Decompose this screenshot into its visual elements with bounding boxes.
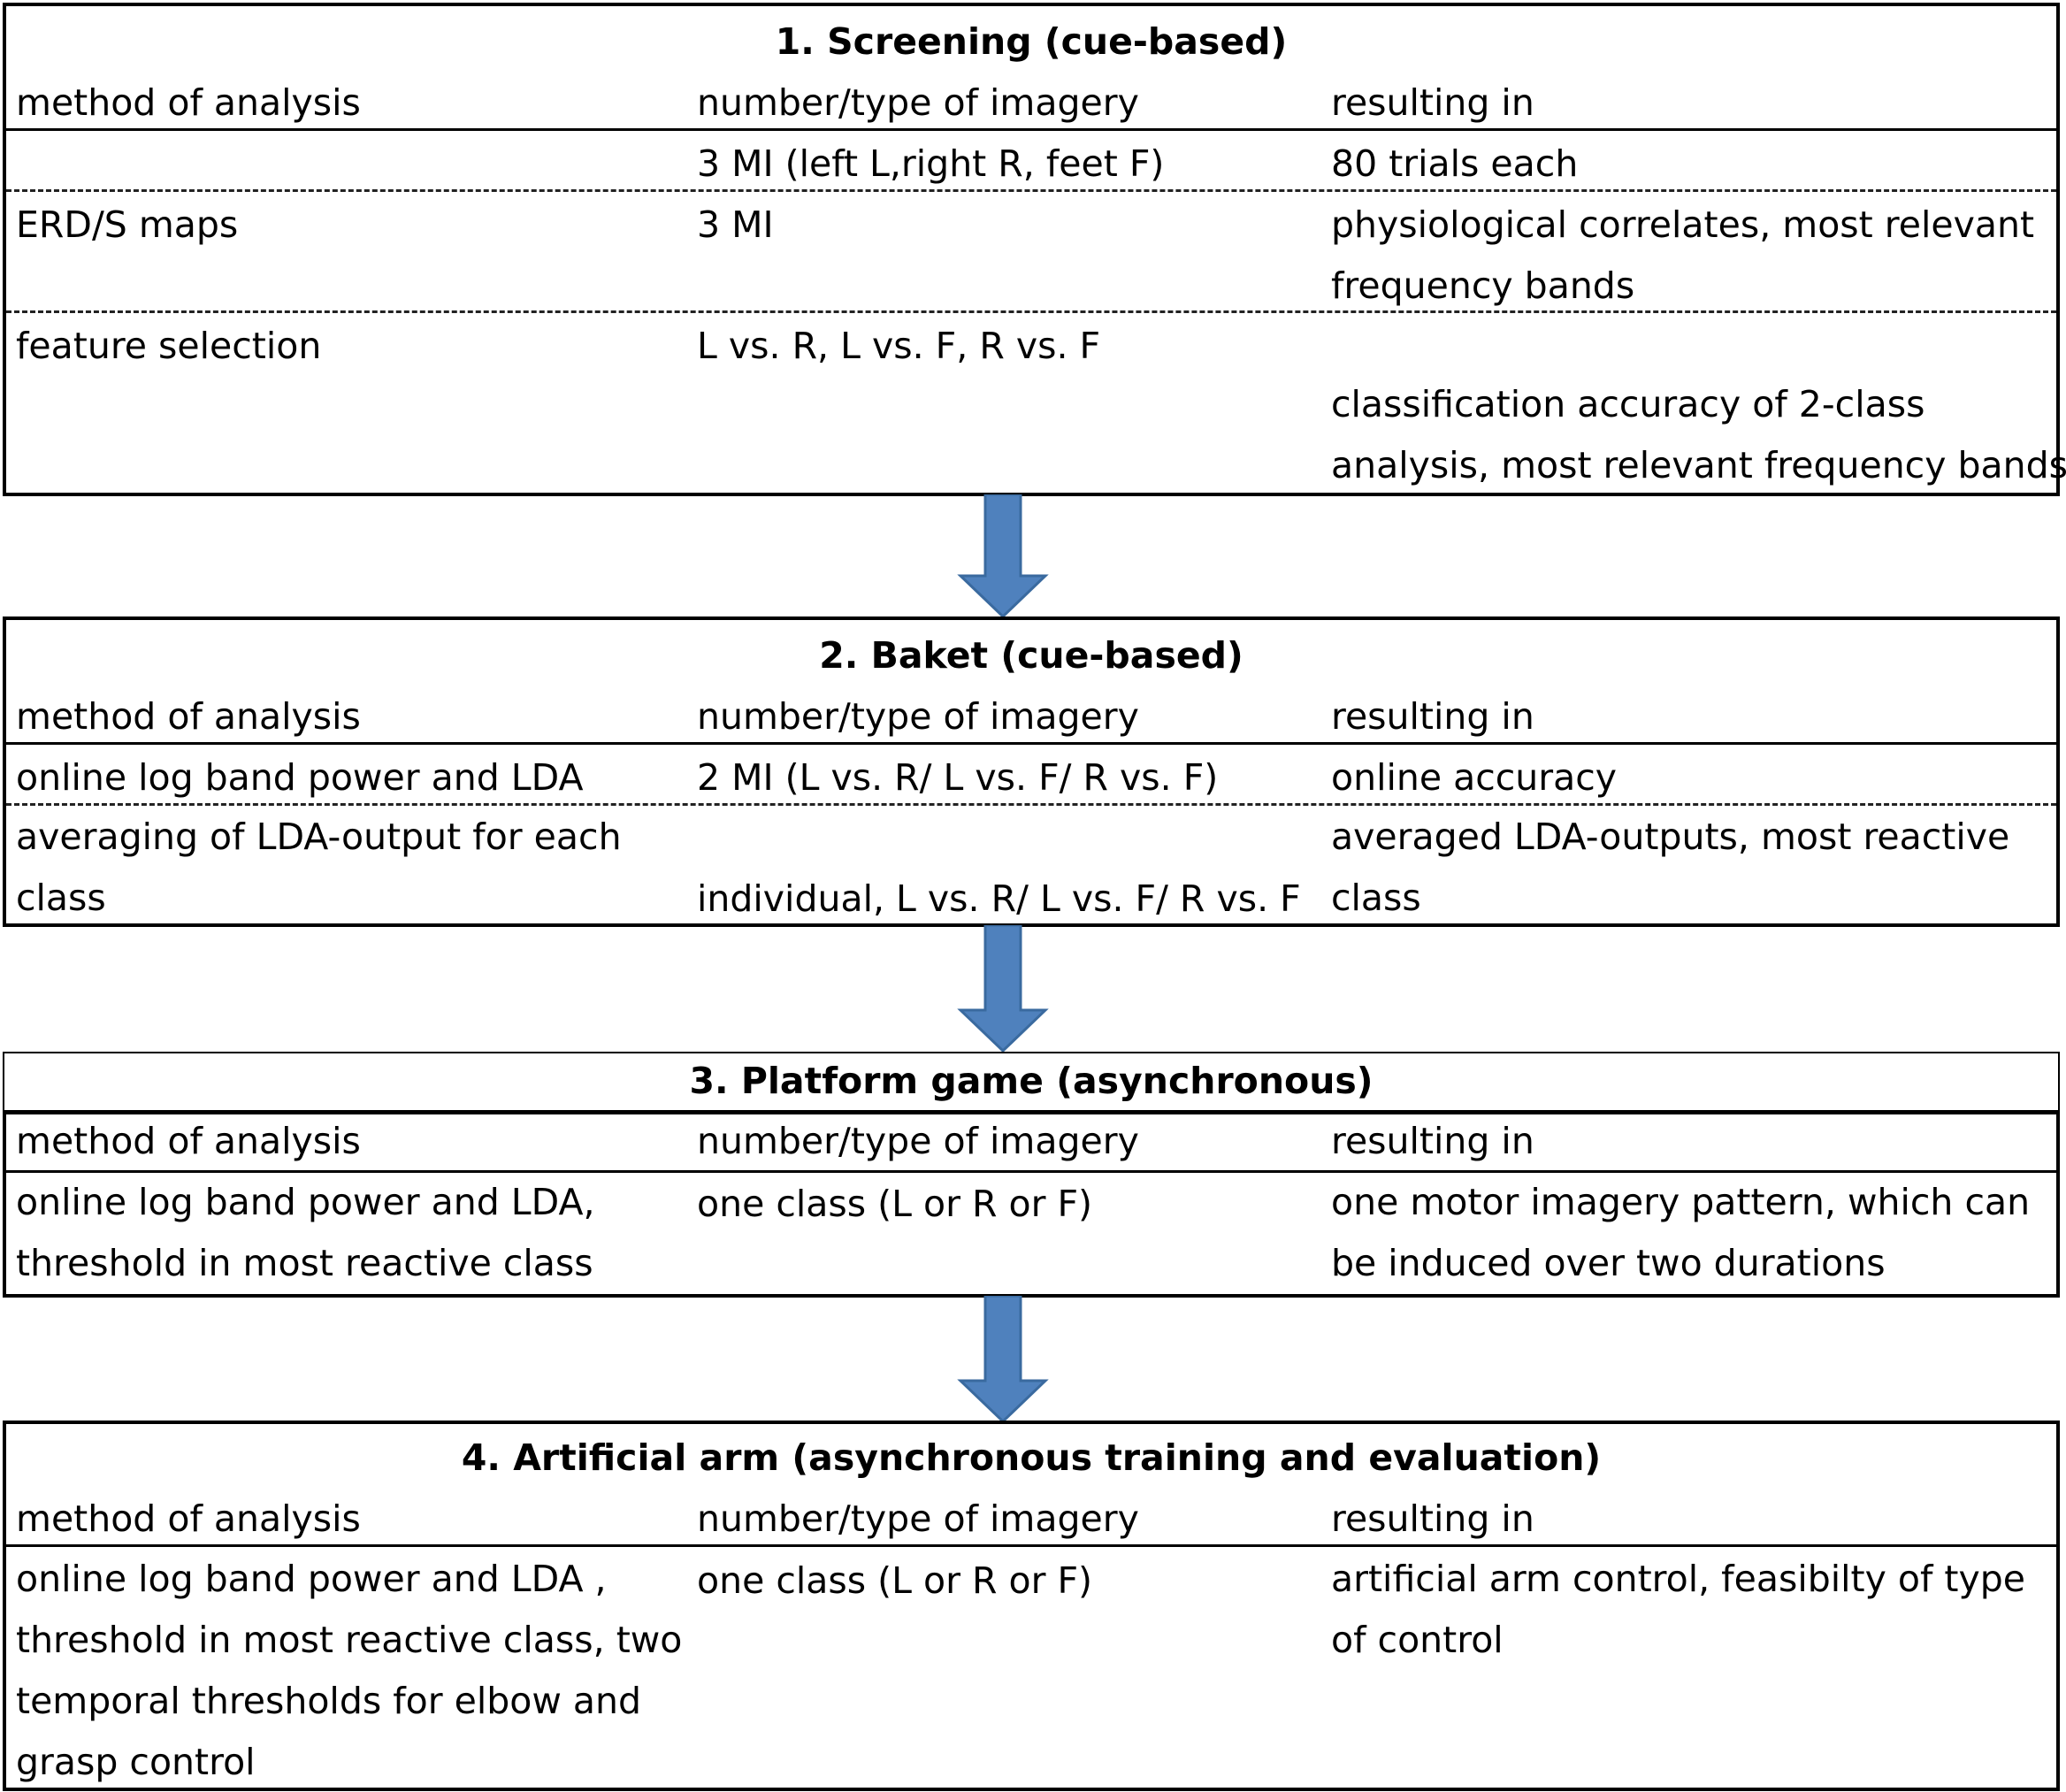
row-result: 80 trials each: [1331, 142, 1579, 185]
header-result: resulting in: [1331, 81, 1534, 124]
header-imagery: number/type of imagery: [697, 1497, 1139, 1540]
arrow-shape: [957, 1296, 1049, 1423]
header-result: resulting in: [1331, 1497, 1534, 1540]
row-method-line-2: threshold in most reactive class: [16, 1242, 593, 1284]
down-arrow-icon: [957, 494, 1049, 618]
stage-4-title: 4. Artificial arm (asynchronous training…: [461, 1436, 1602, 1479]
row-result-line-1: averaged LDA-outputs, most reactive: [1331, 816, 2010, 858]
header-imagery: number/type of imagery: [697, 81, 1139, 124]
row-imagery: individual, L vs. R/ L vs. F/ R vs. F: [697, 877, 1301, 920]
row-result-line-1: artificial arm control, feasibilty of ty…: [1331, 1558, 2026, 1600]
row-method-line-4: grasp control: [16, 1741, 256, 1783]
row-imagery: L vs. R, L vs. F, R vs. F: [697, 325, 1101, 367]
header-divider: [6, 1544, 2056, 1547]
row-divider: [6, 803, 2056, 806]
row-method: ERD/S maps: [16, 203, 239, 246]
row-method-line-1: averaging of LDA-output for each: [16, 816, 622, 858]
row-result-line-1: classification accuracy of 2-class: [1331, 383, 1925, 425]
row-imagery: 2 MI (L vs. R/ L vs. F/ R vs. F): [697, 756, 1219, 799]
stage-2-box: 2. Baket (cue-based) method of analysis …: [3, 616, 2060, 927]
header-imagery: number/type of imagery: [697, 1120, 1139, 1162]
header-method: method of analysis: [16, 695, 361, 738]
header-divider: [6, 742, 2056, 745]
header-divider: [6, 128, 2056, 131]
stage-3-box: method of analysis number/type of imager…: [3, 1111, 2060, 1298]
down-arrow-icon: [957, 925, 1049, 1053]
stage-1-title: 1. Screening (cue-based): [775, 20, 1288, 63]
row-result-line-2: analysis, most relevant frequency bands: [1331, 444, 2066, 486]
header-method: method of analysis: [16, 1120, 361, 1162]
row-method-line-2: class: [16, 877, 106, 919]
arrow-shape: [957, 494, 1049, 618]
header-divider: [6, 1170, 2056, 1173]
row-result-line-2: frequency bands: [1331, 264, 1635, 307]
row-imagery: one class (L or R or F): [697, 1559, 1093, 1602]
row-divider: [6, 189, 2056, 192]
header-method: method of analysis: [16, 1497, 361, 1540]
row-imagery: 3 MI: [697, 203, 774, 246]
arrow-shape: [957, 925, 1049, 1053]
row-imagery: one class (L or R or F): [697, 1183, 1093, 1225]
row-result-line-2: be induced over two durations: [1331, 1242, 1886, 1284]
header-result: resulting in: [1331, 695, 1534, 738]
row-method-line-1: online log band power and LDA,: [16, 1181, 595, 1223]
row-method-line-1: online log band power and LDA ,: [16, 1558, 607, 1600]
stage-1-box: 1. Screening (cue-based) method of analy…: [3, 3, 2066, 496]
row-result-line-1: one motor imagery pattern, which can: [1331, 1181, 2031, 1223]
row-method: feature selection: [16, 325, 322, 367]
row-method-line-2: threshold in most reactive class, two: [16, 1619, 683, 1661]
row-result-line-1: physiological correlates, most relevant: [1331, 203, 2035, 246]
header-imagery: number/type of imagery: [697, 695, 1139, 738]
down-arrow-icon: [957, 1296, 1049, 1423]
row-imagery: 3 MI (left L,right R, feet F): [697, 142, 1165, 185]
stage-4-box: 4. Artificial arm (asynchronous training…: [3, 1421, 2060, 1791]
row-method-line-3: temporal thresholds for elbow and: [16, 1680, 642, 1722]
row-result-line-2: class: [1331, 877, 1421, 919]
stage-3-title-bar: 3. Platform game (asynchronous): [3, 1052, 2060, 1112]
stage-2-title: 2. Baket (cue-based): [819, 634, 1243, 677]
row-result-line-2: of control: [1331, 1619, 1504, 1661]
header-method: method of analysis: [16, 81, 361, 124]
header-result: resulting in: [1331, 1120, 1534, 1162]
row-method: online log band power and LDA: [16, 756, 584, 799]
row-divider: [6, 310, 2056, 313]
stage-3-title: 3. Platform game (asynchronous): [689, 1060, 1374, 1102]
row-result: online accuracy: [1331, 756, 1618, 799]
